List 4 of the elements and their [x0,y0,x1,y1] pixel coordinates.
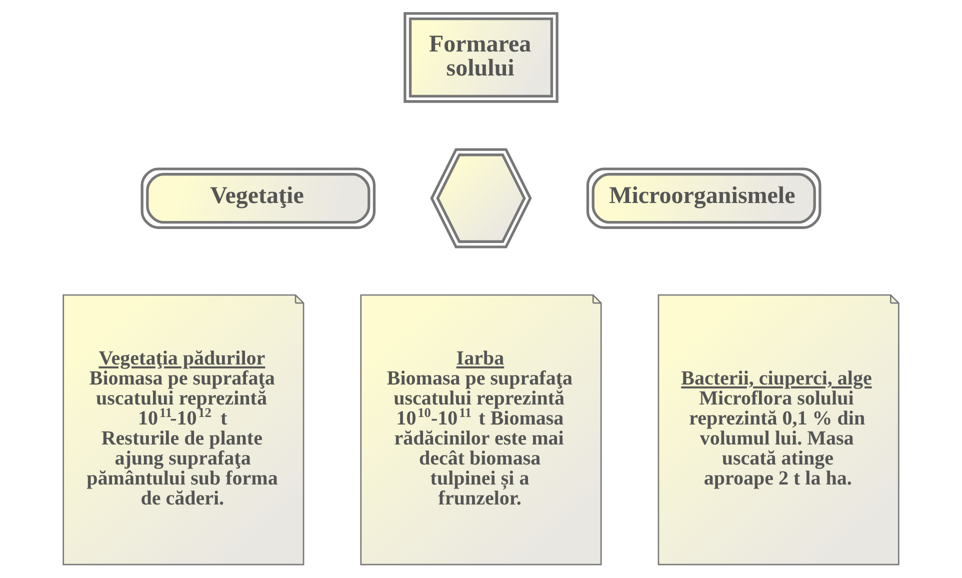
node-cross [430,148,532,248]
node-box: Vegetaţie [140,168,376,229]
node-box: Formarea solului [404,12,558,103]
node-box: Microorganismele [586,168,822,229]
